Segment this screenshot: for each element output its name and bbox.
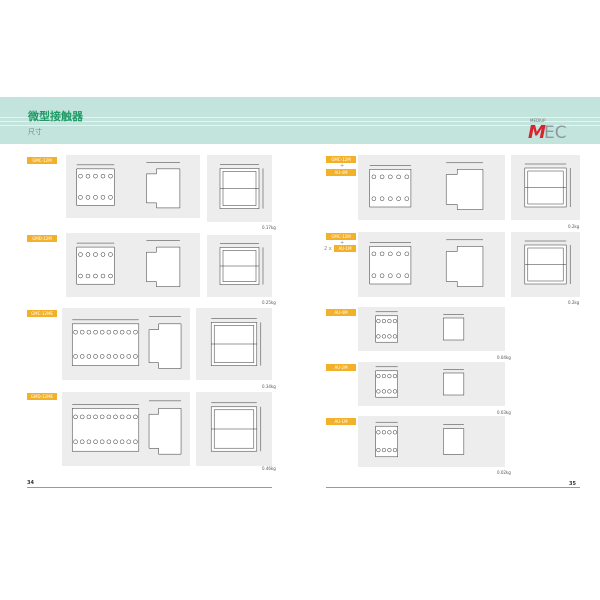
model-tag: AU-1M	[326, 418, 356, 425]
logo-small-text: MEDIUP	[530, 118, 546, 123]
weight-label: 0.46kg	[262, 466, 276, 471]
weight-label: 0.2kg	[568, 300, 580, 305]
weight-label: 0.34kg	[262, 384, 276, 389]
aux-block-drawing	[358, 416, 505, 467]
aux-block-drawing	[358, 362, 505, 406]
page-number: 34	[27, 480, 34, 486]
model-tag: GMD-12ME	[27, 393, 57, 400]
front-side-drawing	[62, 392, 190, 466]
model-tag: GMC-12ME	[27, 310, 57, 317]
page-title: 微型接触器	[28, 110, 83, 123]
front-side-drawing	[66, 155, 200, 218]
header-band	[0, 97, 600, 144]
aux-block-drawing	[358, 307, 505, 351]
logo-ec: EC	[544, 123, 567, 143]
front-side-drawing	[358, 155, 505, 220]
front-side-drawing	[358, 232, 505, 297]
rear-drawing	[511, 155, 580, 220]
rear-drawing	[511, 232, 580, 297]
weight-label: 0.02kg	[497, 470, 511, 475]
plus-sign: +	[340, 163, 345, 169]
multiplier: 2 x	[324, 246, 332, 252]
rear-drawing	[207, 235, 272, 297]
plus-sign: +	[340, 240, 345, 246]
addon-tag: AU-4M	[326, 169, 356, 176]
footer-rule	[326, 487, 580, 488]
weight-label: 0.17kg	[262, 225, 276, 230]
page-subtitle: 尺寸	[28, 128, 42, 136]
model-tag: GMD-12M	[27, 235, 57, 242]
model-tag: GMC-12M	[326, 156, 356, 163]
weight-label: 0.03kg	[497, 410, 511, 415]
weight-label: 0.25kg	[262, 300, 276, 305]
footer-rule	[27, 487, 272, 488]
weight-label: 0.2kg	[568, 224, 580, 229]
model-tag: AU-4M	[326, 309, 356, 316]
rear-drawing	[196, 308, 272, 380]
model-tag: AU-2M	[326, 364, 356, 371]
front-side-drawing	[66, 233, 200, 297]
model-tag: GMC-12M	[326, 233, 356, 240]
logo-m: M	[528, 122, 546, 143]
addon-tag: AU-1M	[334, 245, 356, 252]
rear-drawing	[196, 392, 272, 466]
page-number: 35	[569, 481, 576, 487]
model-tag: GMC-12M	[27, 157, 57, 164]
front-side-drawing	[62, 308, 190, 380]
weight-label: 0.04kg	[497, 355, 511, 360]
rear-drawing	[207, 155, 272, 222]
